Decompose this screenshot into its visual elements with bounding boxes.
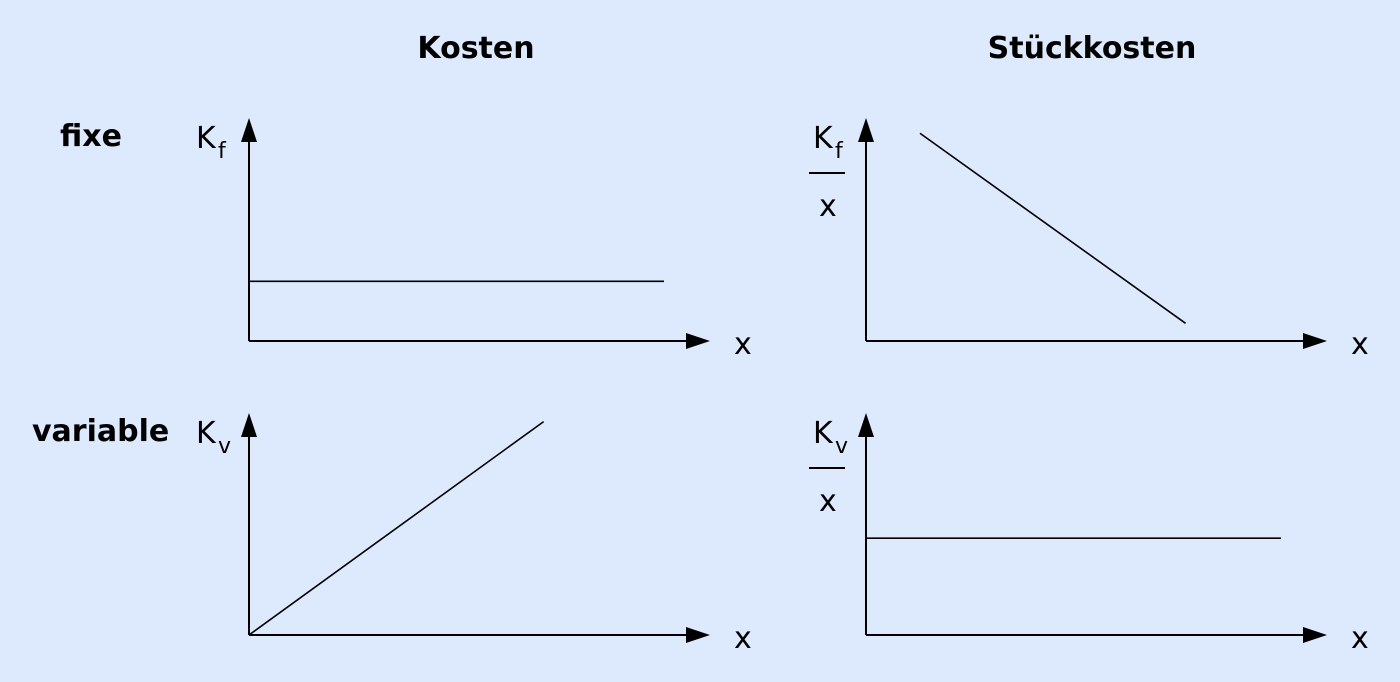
variable-unit-y-label: K <box>813 416 834 451</box>
fixed-total-x-label: x <box>734 327 752 362</box>
fixed-unit-x-label: x <box>1351 327 1369 362</box>
variable-unit-y-label-subscript: v <box>835 434 848 459</box>
fixed-total-y-axis-arrow <box>241 118 257 142</box>
column-header-unit-costs: Stückkosten <box>988 31 1197 66</box>
fixed-total-y-label-subscript: f <box>218 139 227 164</box>
fixed-total-y-label: K <box>196 121 217 156</box>
fixed-unit-y-axis-arrow <box>858 118 874 142</box>
variable-total-series-line <box>248 420 545 636</box>
variable-unit-x-axis-arrow <box>1303 627 1327 643</box>
variable-total-y-label: K <box>196 416 217 451</box>
row-header-fixed: fixe <box>60 119 122 154</box>
variable-total-x-label: x <box>734 621 752 656</box>
fixed-unit-y-label: K <box>813 121 834 156</box>
variable-unit-y-axis-arrow <box>858 413 874 437</box>
fixed-unit-series-line <box>919 132 1187 324</box>
row-header-variable: variable <box>32 414 169 449</box>
variable-total-y-axis-arrow <box>241 413 257 437</box>
fixed-unit-x-axis-arrow <box>1303 333 1327 349</box>
variable-total-x-axis-arrow <box>686 627 710 643</box>
column-header-costs: Kosten <box>417 31 534 66</box>
fixed-unit-y-label-subscript: f <box>835 139 844 164</box>
variable-total-y-label-subscript: v <box>218 434 231 459</box>
variable-unit-y-label-denominator: x <box>819 484 837 519</box>
fixed-unit-y-label-denominator: x <box>819 189 837 224</box>
variable-unit-x-label: x <box>1351 621 1369 656</box>
fixed-total-x-axis-arrow <box>686 333 710 349</box>
